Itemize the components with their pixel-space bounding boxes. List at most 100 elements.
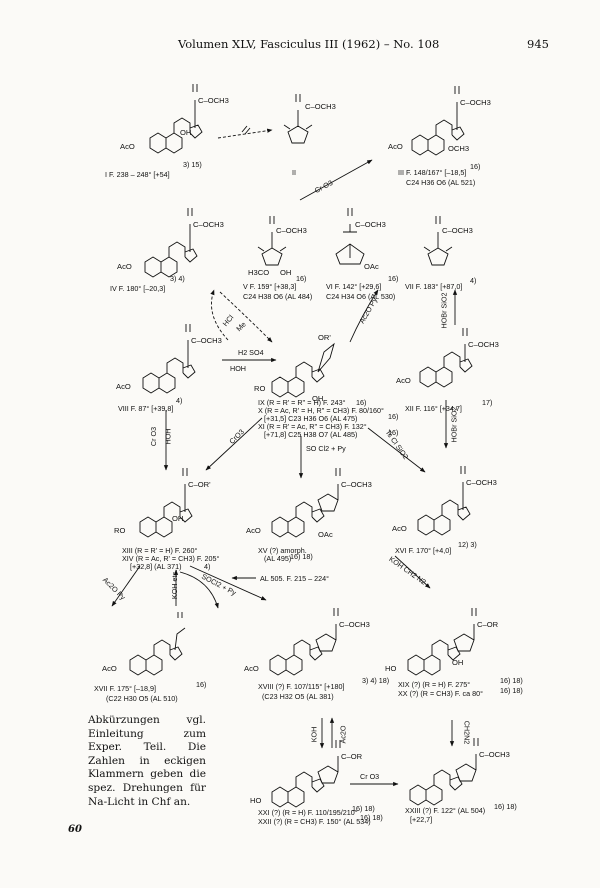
caption: Abkürzungen vgl. Einleitung zum Exper. T…: [88, 714, 206, 808]
compound-ref-XI: 16): [388, 428, 399, 437]
compound-ref-XXIII: 16) 18): [494, 802, 517, 811]
compound-ref-XII: 17): [482, 398, 493, 407]
compound-ref-X: 16): [388, 412, 399, 421]
group-ester: C–OCH3: [198, 96, 229, 105]
group-och3: OCH3: [448, 144, 470, 153]
reagent-al505: AL 505. F. 215 – 224°: [260, 574, 329, 583]
compound-label-V: V F. 159° [+38,3]: [243, 282, 297, 291]
group-or: OR': [318, 333, 331, 342]
compound-ref-VIII: 4): [176, 396, 183, 405]
compound-line2-XIV: [+32,8] (AL 371): [130, 562, 182, 571]
reagent-hoh: HOH: [230, 364, 246, 373]
group-ester: C–OCH3: [276, 226, 307, 235]
compound-label-XXIII: XXIII (?) F. 122° (AL 504): [405, 806, 486, 815]
group-aco: AcO: [388, 142, 403, 151]
reagent-ch2n2-down: CH2N2: [462, 720, 472, 745]
group-ester-r: C–OR': [188, 480, 211, 489]
group-aco: AcO: [396, 376, 411, 385]
compound-line2-XXIII: [+22,7]: [410, 815, 433, 824]
reagent-hoh-left: HOH: [163, 428, 173, 445]
group-ester: C–OCH3: [479, 750, 510, 759]
compound-ref-VI: 16): [388, 274, 399, 283]
group-ro: RO: [254, 384, 266, 393]
compound-label-IX: IX (R = R' = R'' = H) F. 243°: [258, 398, 346, 407]
group-oac: OAc: [318, 530, 333, 539]
compound-label-XV: XV (?) amorph.: [258, 546, 307, 555]
reagent-hobr-sio2: HOBr SiO2: [439, 292, 449, 329]
compound-label-XII: XII F. 116° [+34,7]: [405, 404, 462, 413]
compound-label-IV: IV F. 180° [–20,3]: [110, 284, 166, 293]
group-h3co: H3CO: [248, 268, 270, 277]
compound-label-II: II: [292, 168, 296, 177]
group-oh: OH: [172, 514, 184, 523]
compound-ref-III: 16): [470, 162, 481, 171]
compound-ref-IV: 3) 4): [170, 274, 185, 283]
compound-label-I: I F. 238 – 248° [+54]: [105, 170, 170, 179]
group-ester: C–OCH3: [442, 226, 473, 235]
group-aco: AcO: [244, 664, 259, 673]
compound-line2-XI: [+71,8] C25 H38 O7 (AL 485): [264, 430, 358, 439]
reagent-koh-etc: KOH etc.: [170, 569, 180, 600]
compound-label-XVIII: XVIII (?) F. 107/115° [+180]: [258, 682, 345, 691]
running-header: Volumen XLV, Fasciculus III (1962) – No.…: [178, 37, 440, 51]
compound-label-VI: VI F. 142° [+29,6]: [326, 282, 382, 291]
compound-label-XIX: XIX (?) (R = H) F. 275°: [398, 680, 471, 689]
compound-label-XX: XX (?) (R = CH3) F. ca 80°: [398, 689, 483, 698]
compound-line2-XV: (AL 495): [264, 554, 292, 563]
reagent-cro3-left: Cr O3: [149, 426, 159, 447]
compound-label-VIII: VIII F. 87° [+39,8]: [118, 404, 174, 413]
group-ester: C–OCH3: [341, 480, 372, 489]
reagent-cro3-bottom: Cr O3: [360, 772, 380, 781]
group-aco: AcO: [246, 526, 261, 535]
group-aco: AcO: [102, 664, 117, 673]
group-ester: C–OCH3: [466, 478, 497, 487]
group-ho: HO: [385, 664, 397, 673]
group-oh: OH: [280, 268, 292, 277]
compound-ref-XX: 16) 18): [500, 686, 523, 695]
group-ester: C–OCH3: [191, 336, 222, 345]
group-ho: HO: [250, 796, 262, 805]
page-number: 945: [527, 37, 549, 51]
group-aco: AcO: [117, 262, 132, 271]
compound-ref-XVI: 12) 3): [458, 540, 477, 549]
compound-I-structure: [149, 117, 203, 154]
group-ester: C–OCH3: [460, 98, 491, 107]
compound-label-XIII: XIII (R = R' = H) F. 260°: [122, 546, 198, 555]
group-oh: OH: [180, 128, 192, 137]
compound-ref-XV: 16) 18): [290, 552, 313, 561]
group-oh: OH: [452, 658, 464, 667]
compound-formula-XVII: (C22 H30 O5 (AL 510): [106, 694, 178, 703]
group-ro: RO: [114, 526, 126, 535]
compound-ref-XXI: 16) 18): [352, 804, 375, 813]
compound-formula-VI: C24 H34 O6 (AL 530): [326, 292, 396, 301]
footer-page-number: 60: [68, 824, 82, 835]
compound-label-VII: VII F. 183° [+87,0]: [405, 282, 463, 291]
group-acid-r: C–OR: [477, 620, 499, 629]
compound-label-X: X (R = Ac, R' = H, R'' = CH3) F. 80/160°: [258, 406, 384, 415]
compound-label-XIV: XIV (R = Ac, R' = CH3) F. 205°: [122, 554, 220, 563]
compound-ref-XIV: 4): [204, 562, 211, 571]
reagent-socl2-py: SO Cl2 + Py: [306, 444, 346, 453]
reagent-ac2o: Ac2O: [338, 725, 348, 744]
compound-ref-V: 16): [296, 274, 307, 283]
compound-formula-XVIII: (C23 H32 O5 (AL 381): [262, 692, 334, 701]
compound-ref-I: 3) 15): [183, 160, 202, 169]
group-aco: AcO: [116, 382, 131, 391]
group-oh: OH: [312, 394, 324, 403]
group-ester: C–OCH3: [339, 620, 370, 629]
reagent-h2so4: H2 SO4: [238, 348, 264, 357]
group-acid-r: C–OR: [341, 752, 363, 761]
compound-ref-IX: 16): [356, 398, 367, 407]
compound-ref-XXII: 16) 18): [360, 813, 383, 822]
compound-ref-VII: 4): [470, 276, 477, 285]
compound-label-XXII: XXII (?) (R = CH3) F. 150° (AL 534): [258, 817, 371, 826]
group-oac: OAc: [364, 262, 379, 271]
compound-ref-XIX: 16) 18): [500, 676, 523, 685]
group-ester: C–OCH3: [468, 340, 499, 349]
compound-ref-XVIII: 3) 4) 18): [362, 676, 390, 685]
compound-label-XVI: XVI F. 170° [+4,0]: [395, 546, 452, 555]
group-aco: AcO: [392, 524, 407, 533]
compound-label-III: III F. 148/167° [–18,5]: [398, 168, 467, 177]
compound-formula-V: C24 H38 O6 (AL 484): [243, 292, 313, 301]
